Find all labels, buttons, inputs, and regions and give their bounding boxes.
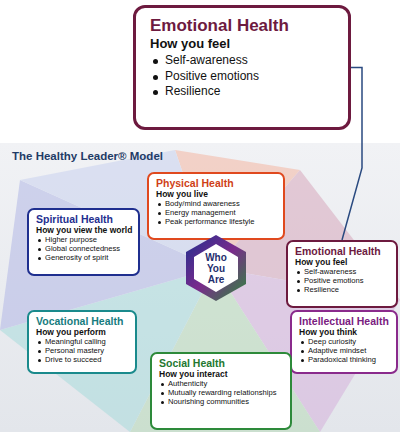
- bullet-item: Authenticity: [159, 379, 285, 388]
- bullet-item: Resilience: [150, 84, 338, 100]
- node-heading: Social Health: [159, 357, 285, 369]
- social-health-box: Social HealthHow you interactAuthenticit…: [150, 352, 292, 430]
- bullet-item: Positive emotions: [150, 69, 338, 85]
- spiritual-health-box: Spiritual HealthHow you view the worldHi…: [27, 208, 140, 276]
- emotional-health-box: Emotional HealthHow you feelSelf-awarene…: [286, 240, 398, 308]
- hexagon-core: [194, 244, 238, 292]
- bullet-item: Personal mastery: [36, 346, 130, 355]
- node-heading: Physical Health: [156, 177, 278, 189]
- center-hexagon: Who You Are: [185, 234, 247, 302]
- node-heading: Emotional Health: [295, 245, 391, 257]
- bullet-item: Paradoxical thinking: [299, 355, 391, 364]
- bullet-item: Self-awareness: [295, 267, 391, 276]
- node-subheading: How you live: [156, 189, 278, 199]
- node-subheading: How you view the world: [36, 225, 133, 235]
- emotional-health-zoom: Emotional HealthHow you feelSelf-awarene…: [133, 5, 351, 130]
- bullet-item: Meaningful calling: [36, 337, 130, 346]
- bullet-item: Resilience: [295, 285, 391, 294]
- node-heading: Who You Are: [199, 252, 233, 285]
- bullet-item: Higher purpose: [36, 235, 133, 244]
- bullet-item: Generosity of spirit: [36, 253, 133, 262]
- bullet-item: Energy management: [156, 208, 278, 217]
- bullet-item: Deep curiosity: [299, 337, 391, 346]
- bullet-item: Peak performance lifestyle: [156, 217, 278, 226]
- node-subheading: How you think: [299, 327, 391, 337]
- bullet-item: Nourishing communities: [159, 397, 285, 406]
- physical-health-box: Physical HealthHow you liveBody/mind awa…: [147, 172, 285, 240]
- connector-line: [342, 68, 362, 241]
- intellectual-health-box: Intellectual HealthHow you thinkDeep cur…: [290, 310, 398, 374]
- bullet-item: Mutually rewarding relationships: [159, 388, 285, 397]
- hexagon-ring: [186, 235, 246, 301]
- node-subheading: How you feel: [295, 257, 391, 267]
- bullet-item: Adaptive mindset: [299, 346, 391, 355]
- vocational-health-box: Vocational HealthHow you performMeaningf…: [27, 310, 137, 374]
- pinwheel: [0, 150, 400, 432]
- diagram-title: The Healthy Leader® Model: [12, 150, 163, 162]
- node-heading: Spiritual Health: [36, 213, 133, 225]
- node-subheading: How you feel: [150, 36, 338, 52]
- node-heading: Intellectual Health: [299, 315, 391, 327]
- bullet-item: Global connectedness: [36, 244, 133, 253]
- bullet-item: Body/mind awareness: [156, 199, 278, 208]
- gray-panel: [0, 143, 400, 432]
- bullet-item: Drive to succeed: [36, 355, 130, 364]
- node-heading: Emotional Health: [150, 16, 338, 36]
- node-subheading: How you interact: [159, 369, 285, 379]
- bullet-item: Self-awareness: [150, 53, 338, 69]
- bullet-item: Positive emotions: [295, 276, 391, 285]
- node-heading: Vocational Health: [36, 315, 130, 327]
- node-subheading: How you perform: [36, 327, 130, 337]
